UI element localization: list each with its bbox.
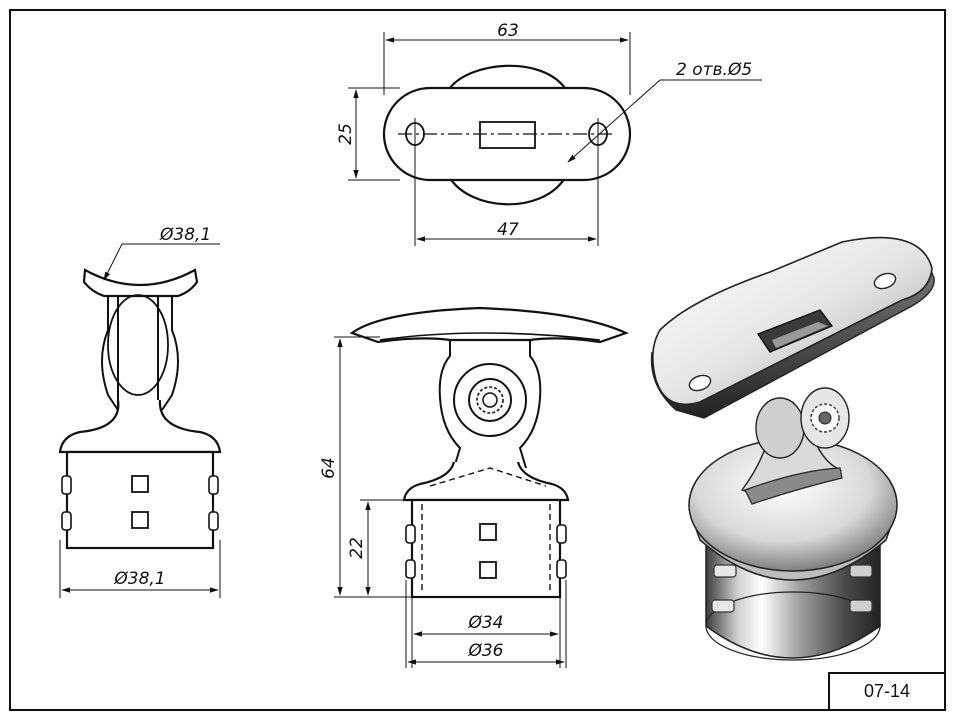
dim-63-label: 63 xyxy=(497,21,519,41)
dim-64-label: 64 xyxy=(319,457,339,479)
dim-47-label: 47 xyxy=(497,220,519,240)
drawing-code: 07-14 xyxy=(864,681,910,701)
front-view-body xyxy=(402,461,570,502)
front-view-base xyxy=(410,498,562,599)
side-view: Ø38,1 Ø38,1 xyxy=(58,225,222,598)
side-view-square-hole-upper xyxy=(131,475,149,493)
base-dim-label: Ø38,1 xyxy=(113,569,165,589)
side-view-saddle xyxy=(82,268,199,298)
drawing-frame xyxy=(9,9,946,711)
side-view-body xyxy=(58,399,222,454)
dim-34-label: Ø34 xyxy=(467,613,503,633)
top-view-slot xyxy=(479,121,536,149)
top-view-cap-outline xyxy=(449,64,566,89)
front-view-plate xyxy=(349,306,629,344)
front-view: 64 22 Ø34 Ø36 xyxy=(319,306,629,668)
dim-25-label: 25 xyxy=(336,123,356,145)
side-view-base xyxy=(65,450,215,550)
isometric-render xyxy=(650,236,935,661)
front-view-square-hole-lower xyxy=(479,561,497,579)
dim-36-label: Ø36 xyxy=(467,641,503,661)
top-view: 63 25 47 2 отв.Ø5 xyxy=(336,21,762,246)
title-box xyxy=(828,672,946,711)
saddle-dim-label: Ø38,1 xyxy=(159,225,211,245)
front-view-square-hole-upper xyxy=(479,523,497,541)
dim-22-label: 22 xyxy=(347,537,367,559)
holes-leader xyxy=(567,79,661,163)
holes-label: 2 отв.Ø5 xyxy=(676,60,752,80)
side-view-square-hole-lower xyxy=(131,511,149,529)
saddle-dim-leader xyxy=(103,243,123,281)
